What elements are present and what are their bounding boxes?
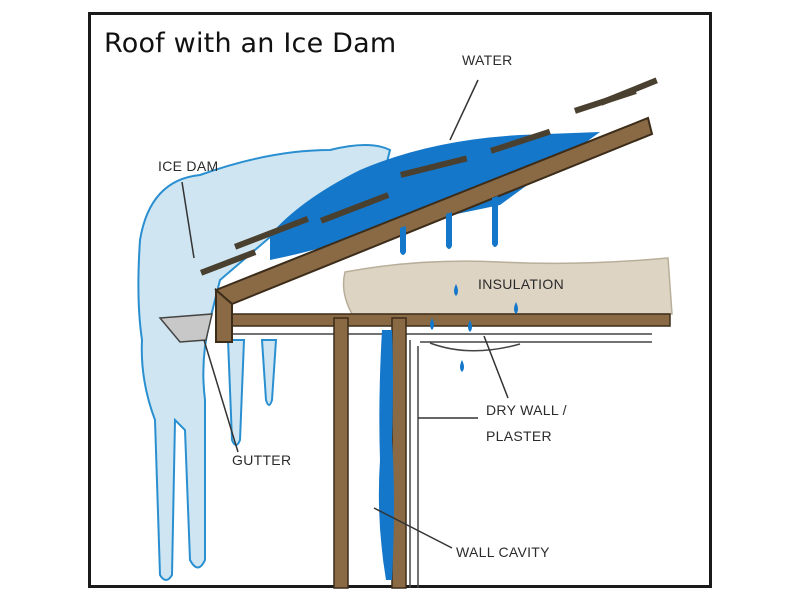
drywall-wall: [410, 340, 418, 588]
drywall-ceiling: [232, 334, 652, 342]
drywall-sag: [430, 343, 520, 351]
label-ice-dam: ICE DAM: [158, 158, 218, 174]
label-wall-cavity: WALL CAVITY: [456, 544, 550, 560]
icicle-2: [262, 340, 276, 405]
wall-stud-outer: [334, 318, 348, 588]
label-dry-wall-line1: DRY WALL /: [486, 402, 567, 418]
ceiling-joist: [232, 314, 670, 326]
label-water: WATER: [462, 52, 513, 68]
label-dry-wall-line2: PLASTER: [486, 428, 552, 444]
diagram-title: Roof with an Ice Dam: [104, 28, 396, 59]
label-insulation: INSULATION: [478, 276, 564, 292]
wall-stud-inner: [392, 318, 406, 588]
water-in-wall-cavity: [379, 330, 394, 580]
label-gutter: GUTTER: [232, 452, 291, 468]
